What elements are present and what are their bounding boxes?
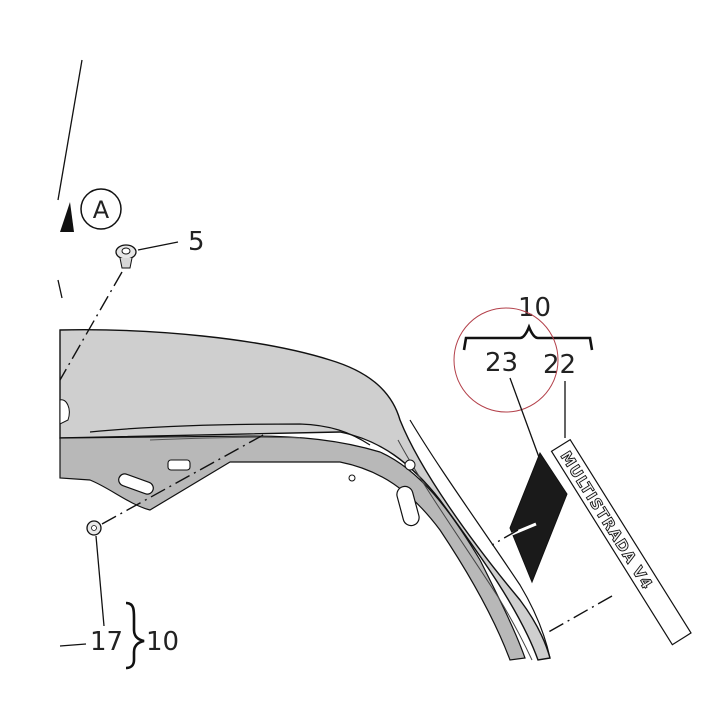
construction-line: [57, 59, 83, 201]
install-axis-5: [59, 271, 123, 381]
text-decal-lettering: MULTISTRADA V4: [557, 448, 657, 593]
leader-5: [137, 241, 179, 251]
leader-17-dash: [59, 643, 87, 647]
label-part-17: 17: [90, 627, 123, 657]
brace-17-10: [125, 601, 145, 670]
install-axis-17: [101, 433, 266, 525]
install-axis-22: [544, 595, 613, 635]
slot-opening-right: [396, 485, 420, 527]
fairing-inner-flange: [89, 423, 371, 446]
arrow-stub: [57, 279, 63, 299]
fairing-groove: [149, 436, 301, 441]
label-part-5: 5: [188, 227, 205, 257]
fairing-lower-rim: [59, 435, 526, 661]
screw-5-shank: [119, 257, 133, 269]
screw-5: [115, 244, 137, 269]
label-group-10-bottom: 10: [146, 627, 179, 657]
fairing-edge-strip: [409, 419, 551, 659]
label-part-22: 22: [543, 350, 576, 380]
label-group-10-top: 10: [518, 293, 551, 323]
decal-23-gap: [511, 522, 537, 536]
highlight-circle: [453, 307, 559, 413]
reference-a-marker: A: [80, 188, 122, 230]
mount-hole-small: [348, 474, 356, 482]
fairing-edge-strip-inner: [397, 439, 533, 661]
clip-17-hole: [91, 525, 97, 531]
reference-a-circle: [80, 188, 122, 230]
text-decal-strip: [550, 438, 692, 646]
brace-group-10: [462, 323, 594, 351]
reference-a-label: A: [93, 196, 110, 224]
slot-opening-center: [167, 459, 191, 471]
clip-17: [86, 520, 102, 536]
leader-23: [509, 377, 541, 461]
text-decal-22: MULTISTRADA V4: [550, 438, 692, 646]
fairing-main-shell: [59, 329, 551, 661]
screw-5-socket: [121, 247, 131, 255]
install-axis-23: [491, 529, 519, 546]
black-decal-23: [509, 451, 568, 584]
label-part-23: 23: [485, 348, 518, 378]
fairing-body: [59, 329, 551, 661]
mount-hole: [404, 459, 416, 471]
slot-opening-left: [118, 473, 154, 495]
leader-17: [95, 535, 105, 627]
left-bracket: [59, 399, 70, 425]
direction-arrow: [60, 202, 74, 232]
